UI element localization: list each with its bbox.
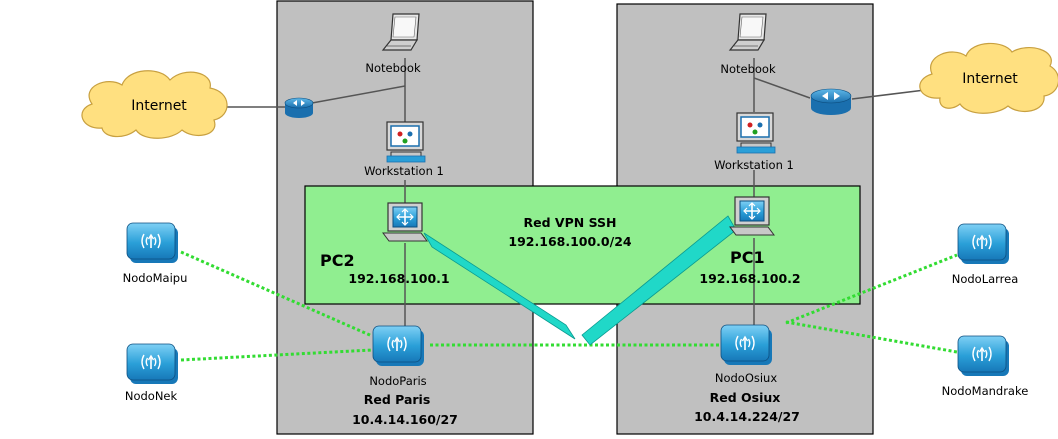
pc-right-ip: 192.168.100.2 (699, 271, 800, 286)
red-paris-name: Red Paris (364, 392, 431, 407)
pc-left-ip: 192.168.100.1 (348, 271, 449, 286)
notebook-left-icon[interactable] (381, 13, 420, 51)
nodo-larrea-icon[interactable] (957, 223, 1009, 264)
nodo-osiux-icon[interactable] (720, 324, 772, 365)
nodo-paris-label: NodoParis (369, 374, 426, 388)
pc-right-icon[interactable] (729, 196, 775, 236)
pc-right-name: PC1 (730, 248, 765, 267)
workstation-right-label: Workstation 1 (714, 158, 794, 172)
vpn-subnet: 192.168.100.0/24 (508, 234, 631, 249)
vpn-name: Red VPN SSH (524, 215, 617, 230)
nodo-mandrake-icon[interactable] (957, 335, 1009, 376)
pc-left-icon[interactable] (382, 202, 428, 242)
nodo-maipu-icon[interactable] (126, 222, 178, 263)
nodo-osiux-label: NodoOsiux (715, 371, 778, 385)
router-left-icon[interactable] (284, 97, 314, 118)
red-osiux-name: Red Osiux (710, 390, 781, 405)
pc-left-name: PC2 (320, 251, 355, 270)
vpn-tunnel (423, 215, 737, 346)
workstation-left-label: Workstation 1 (364, 164, 444, 178)
nodo-mandrake-label: NodoMandrake (942, 384, 1029, 398)
nodo-nek-label: NodoNek (125, 389, 178, 403)
notebook-left-label: Notebook (365, 61, 421, 75)
internet-cloud-left: Internet (81, 70, 228, 139)
router-right-icon[interactable] (810, 88, 852, 115)
internet-cloud-right: Internet (919, 42, 1058, 114)
internet-label-left: Internet (131, 98, 187, 114)
workstation-right-icon[interactable] (736, 112, 776, 154)
workstation-left-icon[interactable] (386, 121, 426, 163)
nodo-paris-icon[interactable] (372, 325, 424, 366)
red-osiux-subnet: 10.4.14.224/27 (694, 409, 800, 424)
notebook-right-icon[interactable] (728, 13, 767, 51)
nodo-nek-icon[interactable] (126, 343, 178, 384)
internet-label-right: Internet (962, 71, 1018, 87)
notebook-right-label: Notebook (720, 62, 776, 76)
red-paris-subnet: 10.4.14.160/27 (352, 412, 458, 427)
wireless-links (180, 250, 958, 362)
nodo-maipu-label: NodoMaipu (123, 271, 188, 285)
wired-links (224, 58, 926, 328)
nodo-larrea-label: NodoLarrea (952, 272, 1019, 286)
